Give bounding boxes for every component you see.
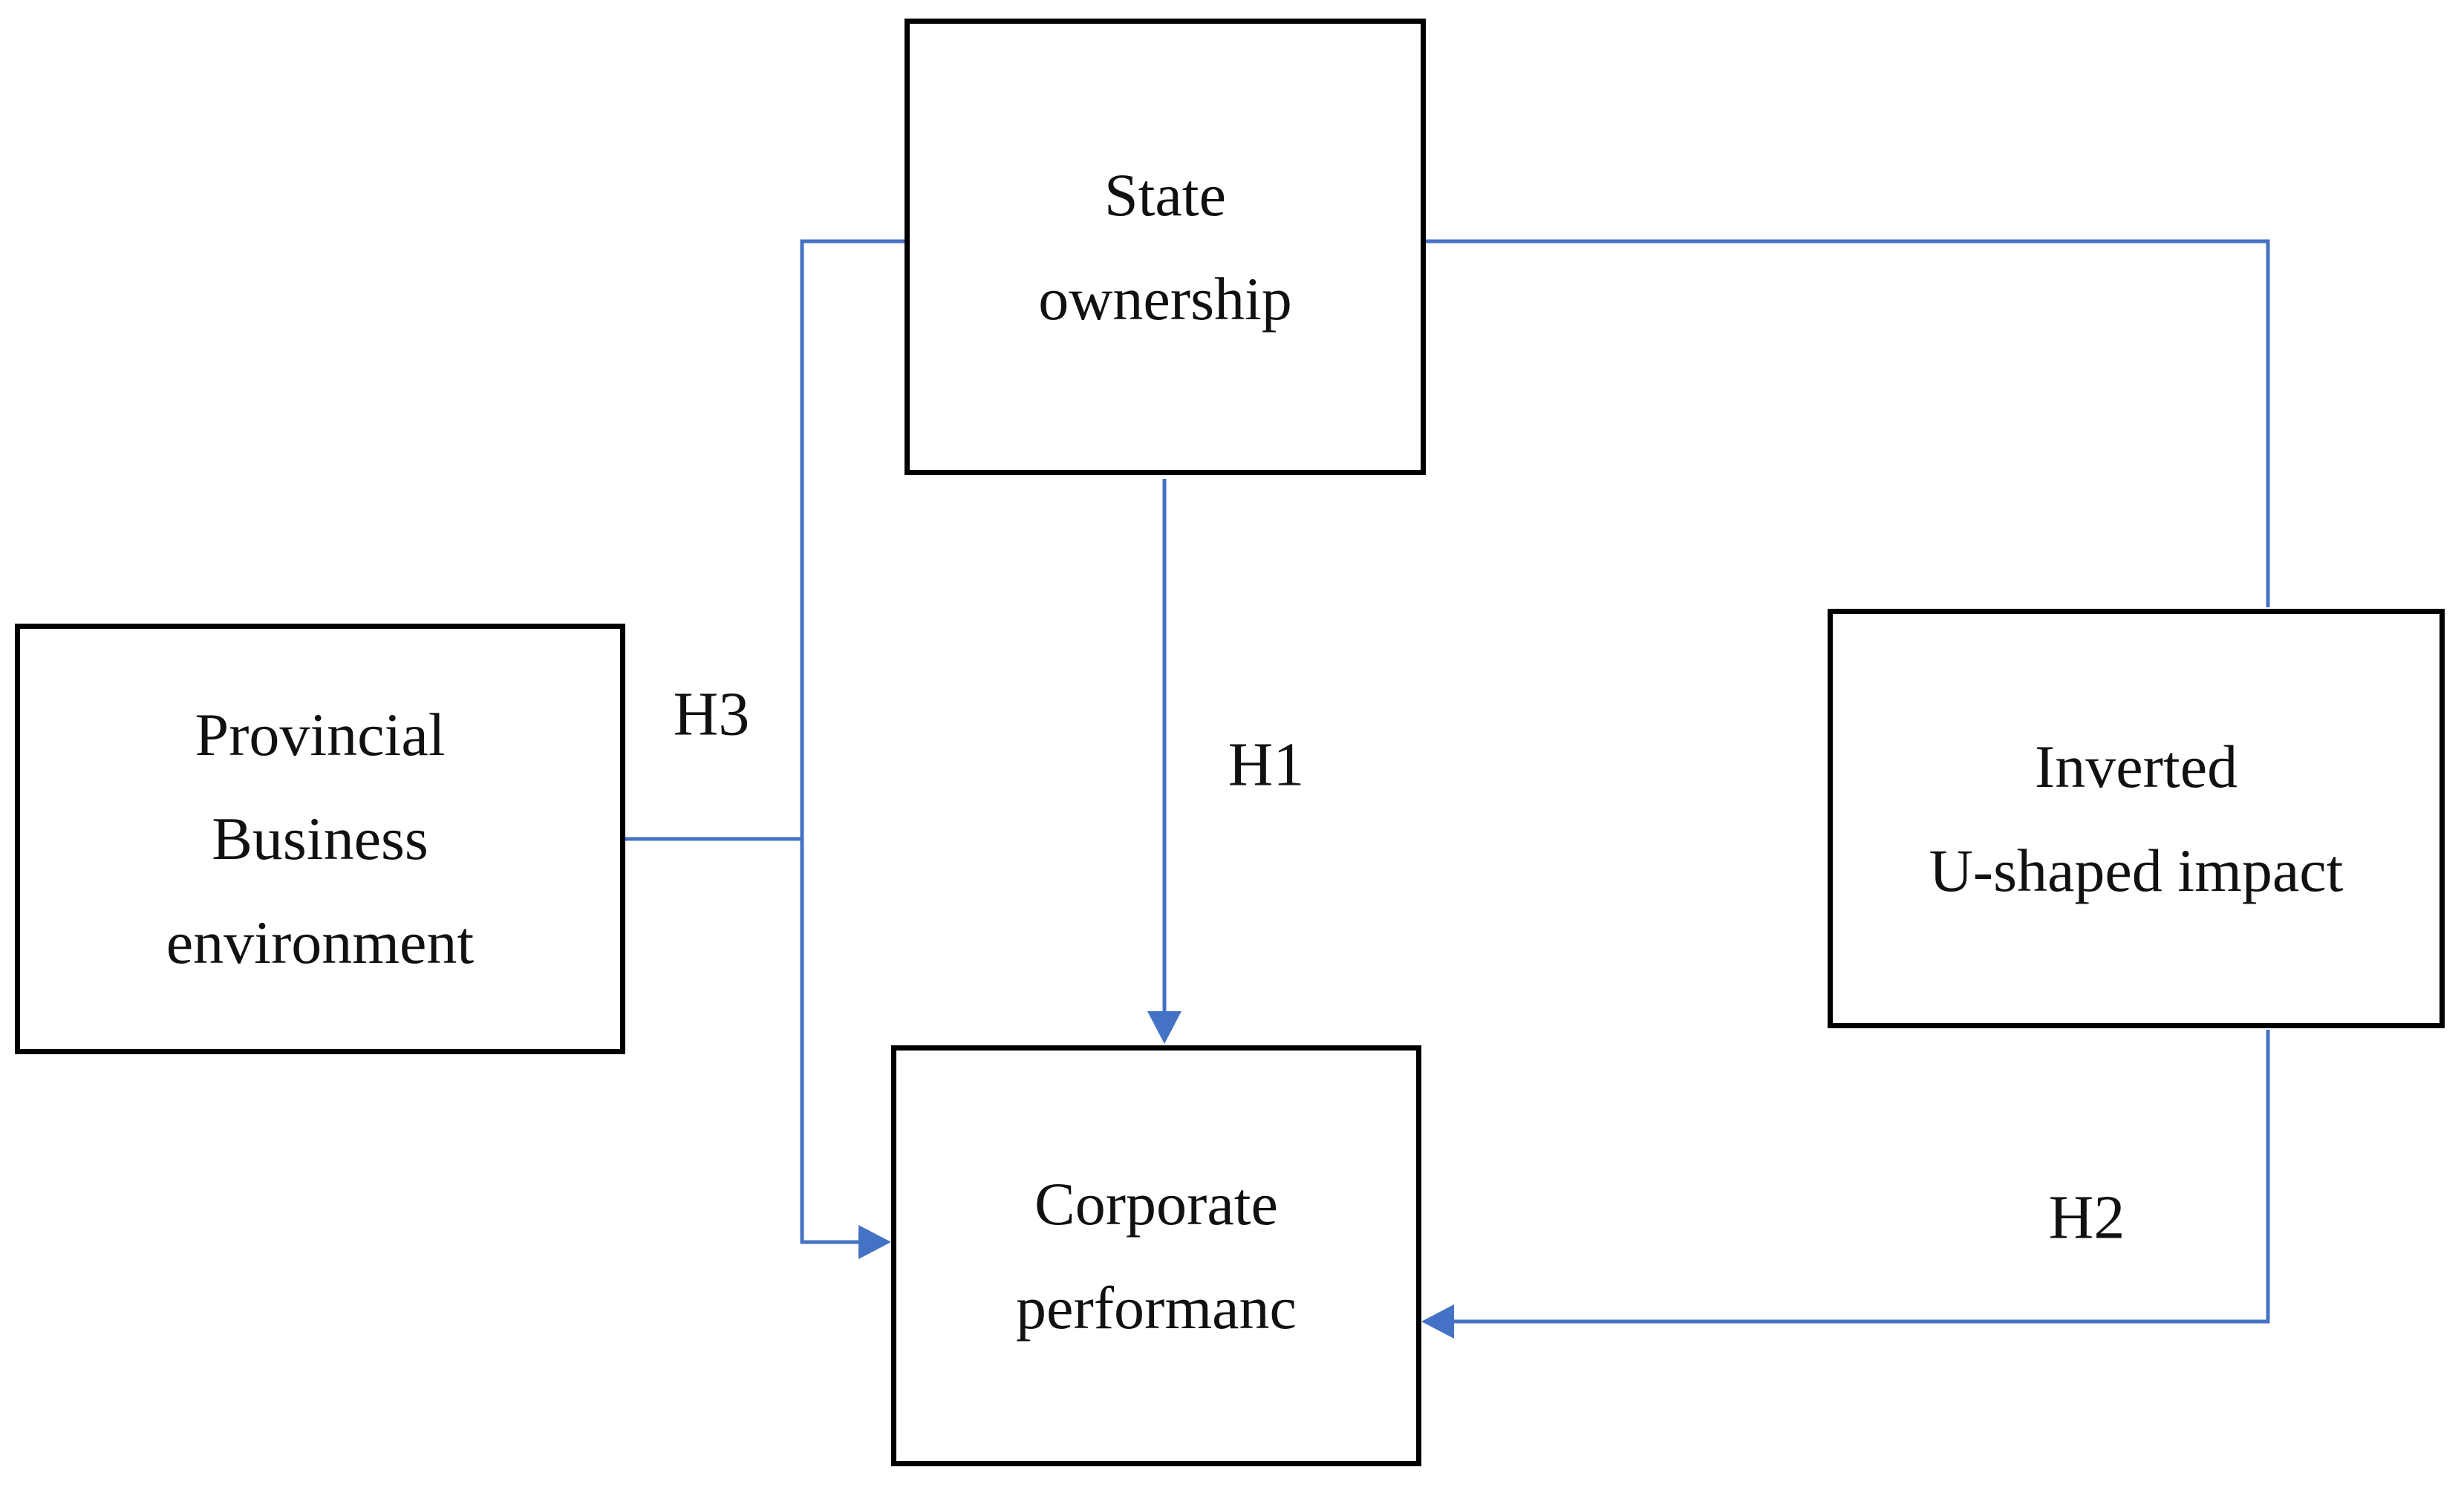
node-state-ownership-label-line2: ownership xyxy=(1038,264,1292,333)
node-state-ownership: State ownership xyxy=(905,19,1426,475)
edge-label-h1: H1 xyxy=(1228,730,1305,800)
edge-label-h3: H3 xyxy=(673,679,750,749)
h3-connector-line xyxy=(800,239,905,1244)
h3-arrowhead-icon xyxy=(858,1225,891,1259)
h2-arrowhead-icon xyxy=(1421,1304,1454,1339)
node-provincial-label-line2: Business xyxy=(212,805,428,872)
node-provincial-label-line1: Provincial xyxy=(195,701,446,768)
node-corporate-label-line1: Corporate xyxy=(1034,1169,1278,1238)
node-provincial-business-environment: Provincial Business environment xyxy=(15,624,625,1054)
node-inverted-u-shaped-impact: Inverted U-shaped impact xyxy=(1828,609,2445,1028)
node-inverted-u-label-line2: U-shaped impact xyxy=(1929,836,2344,904)
edge-label-h2: H2 xyxy=(2048,1183,2125,1252)
h1-arrowhead-icon xyxy=(1147,1011,1182,1044)
node-corporate-label-line2: performanc xyxy=(1016,1273,1297,1342)
node-inverted-u-label-line1: Inverted xyxy=(2034,732,2238,800)
h2-connector-line xyxy=(1451,1030,2270,1324)
node-state-ownership-label-line1: State xyxy=(1104,160,1226,229)
state-to-inverted-line xyxy=(1426,239,2270,607)
node-corporate-performance: Corporate performanc xyxy=(891,1045,1421,1466)
node-provincial-label-line3: environment xyxy=(166,909,475,976)
